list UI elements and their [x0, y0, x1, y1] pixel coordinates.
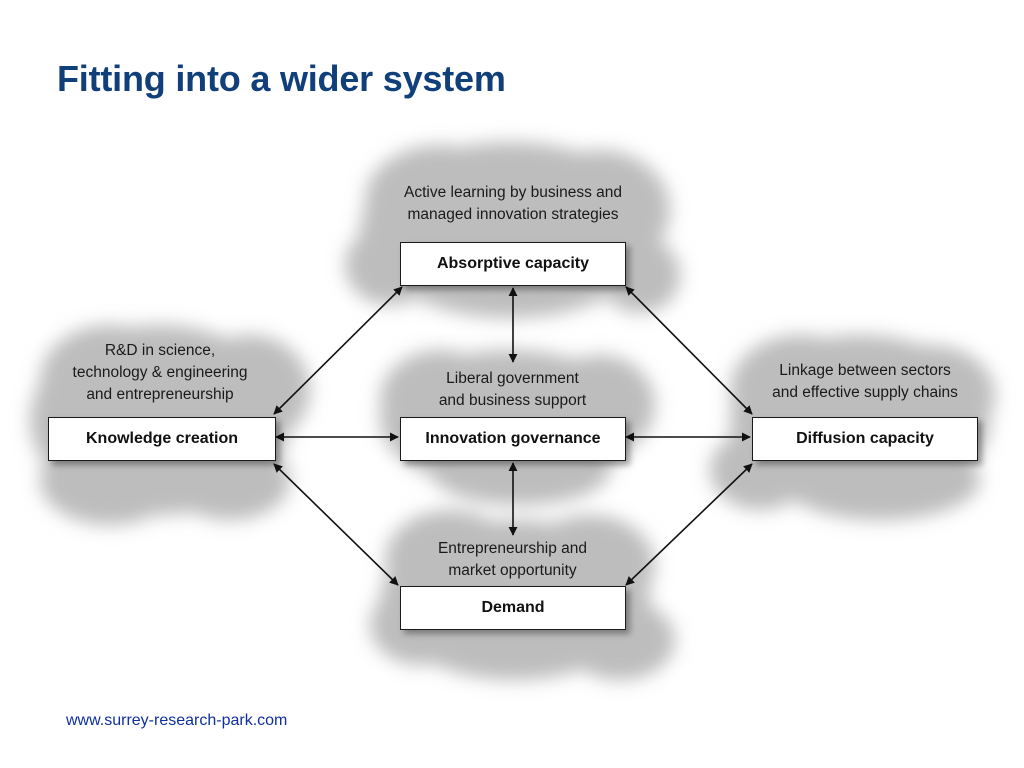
node-innovation-governance: Innovation governance [400, 417, 626, 461]
arrow-demand-diffusion [625, 463, 753, 586]
diffusion-description: Linkage between sectors and effective su… [745, 360, 985, 404]
node-absorptive-capacity: Absorptive capacity [400, 242, 626, 286]
knowledge-description-line-1: R&D in science, [104, 342, 216, 359]
node-diffusion-capacity: Diffusion capacity [752, 417, 978, 461]
knowledge-description-line-3: and entrepreneurship [86, 386, 234, 403]
demand-description-line-1: Entrepreneurship and [437, 540, 588, 557]
node-demand: Demand [400, 586, 626, 630]
node-knowledge-creation: Knowledge creation [48, 417, 276, 461]
demand-description: Entrepreneurship and market opportunity [405, 538, 620, 582]
governance-description-line-2: and business support [438, 392, 587, 409]
demand-description-line-2: market opportunity [448, 562, 577, 579]
absorptive-description: Active learning by business and managed … [380, 182, 646, 226]
governance-description: Liberal government and business support [405, 368, 620, 412]
arrow-knowledge-demand [273, 463, 399, 586]
arrow-absorptive-diffusion [625, 286, 753, 415]
knowledge-description-line-2: technology & engineering [72, 364, 248, 381]
diffusion-description-line-2: and effective supply chains [772, 384, 958, 401]
arrow-knowledge-absorptive [273, 286, 403, 415]
diffusion-description-line-1: Linkage between sectors [779, 362, 951, 379]
page-title: Fitting into a wider system [57, 58, 506, 99]
footer-website-link[interactable]: www.surrey-research-park.com [66, 712, 288, 729]
governance-description-line-1: Liberal government [446, 370, 579, 387]
absorptive-description-line-1: Active learning by business and [404, 184, 622, 201]
knowledge-description: R&D in science, technology & engineering… [50, 340, 270, 406]
edge-group [273, 286, 753, 586]
absorptive-description-line-2: managed innovation strategies [407, 206, 619, 223]
